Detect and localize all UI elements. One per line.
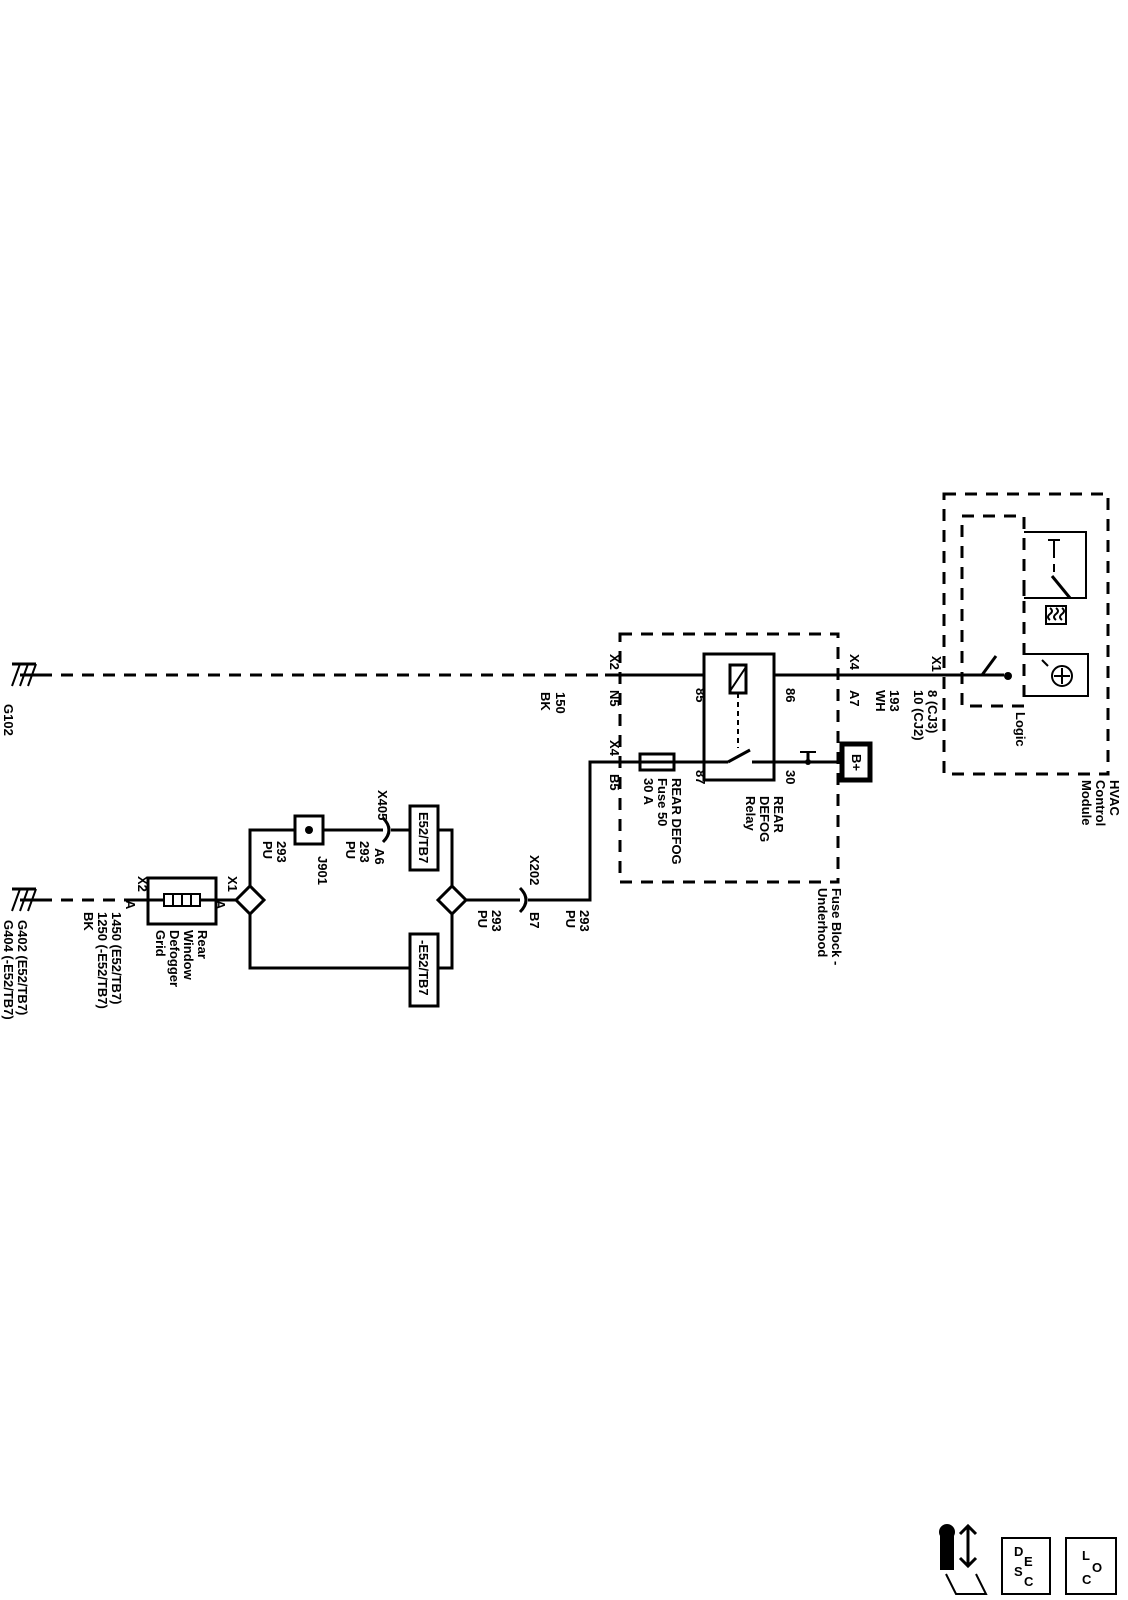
hvac-indicator-box	[1024, 653, 1089, 697]
splice-j901-dot	[305, 826, 313, 834]
wire-293-d: 293	[577, 910, 592, 932]
wire-lower-branch	[248, 914, 410, 970]
wire-293-c: 293	[489, 910, 504, 932]
grid-name-3: Defogger	[167, 930, 182, 987]
hvac-pin-1: 8 (CJ3)	[925, 690, 940, 733]
grid-x1: X1	[225, 876, 240, 892]
wire-293-a: 293	[274, 841, 289, 863]
connector-x202: X202	[527, 855, 542, 885]
fuse-block-x4-bottom: X4	[607, 740, 622, 757]
relay-label-2: DEFOG	[757, 796, 772, 842]
desc-letter-e: E	[1024, 1554, 1033, 1569]
relay-switch-blade	[727, 748, 751, 764]
hvac-logic-outline	[960, 514, 1026, 708]
option-diamond-right	[435, 883, 469, 917]
hvac-defog-switch-box	[1024, 531, 1087, 599]
grid-name-1: Rear	[195, 930, 210, 959]
loc-letter-l: L	[1082, 1548, 1090, 1563]
loc-letter-c: C	[1082, 1572, 1092, 1587]
connector-x405-symbol	[381, 816, 391, 844]
fuse-block-underhood-outline	[618, 632, 840, 884]
wire-ground-color: BK	[81, 912, 96, 931]
fuse-block-b5: B5	[607, 774, 622, 791]
hvac-x1: X1	[929, 656, 944, 672]
b-plus-label: B+	[849, 754, 864, 771]
fuse-block-a7: A7	[847, 690, 862, 707]
ground-g102	[11, 662, 40, 687]
wire-193-color: WH	[873, 690, 888, 712]
fuse-block-n5: N5	[607, 690, 622, 707]
connector-a6: A6	[372, 848, 387, 865]
wire-293-b: 293	[357, 841, 372, 863]
fuse-label-1: REAR DEFOG	[669, 778, 684, 865]
fuse-block-x2: X2	[607, 654, 622, 670]
wire-293-to-fuse	[528, 760, 652, 902]
fuse-block-name-1: Fuse Block -	[829, 888, 844, 965]
option-e52-box	[408, 804, 440, 872]
wire-293-b-color: PU	[343, 841, 358, 859]
grid-pin-a1: A	[123, 900, 138, 910]
relay-pin-87: 87	[693, 770, 708, 784]
loc-letter-o: O	[1092, 1560, 1102, 1575]
wire-293-a-color: PU	[260, 841, 275, 859]
relay-label-3: Relay	[743, 796, 758, 831]
rear-defog-icon	[1045, 605, 1067, 625]
relay-label-1: REAR	[771, 796, 786, 833]
fuse-label-3: 30 A	[641, 778, 656, 806]
grid-name-4: Grid	[153, 930, 168, 957]
connector-x405: X405	[375, 790, 390, 820]
hvac-name-1: HVAC	[1107, 780, 1122, 816]
desc-letter-s: S	[1014, 1564, 1023, 1579]
wire-e52-to-diamond	[438, 828, 454, 886]
wire-not-e52-to-diamond	[438, 914, 454, 970]
navigation-icons: D E S C L O C	[939, 1523, 1117, 1595]
grid-name-2: Window	[181, 930, 196, 981]
relay-pin-85: 85	[693, 688, 708, 702]
connector-x202-symbol	[518, 886, 528, 914]
hvac-defog-switch	[1050, 575, 1072, 599]
option-diamond-left	[233, 883, 267, 917]
hvac-name-3: Module	[1079, 780, 1094, 826]
ground-g402-label: G402 (E52/TB7)	[15, 920, 30, 1015]
hvac-name-2: Control	[1093, 780, 1108, 826]
splice-j901-label: J901	[315, 856, 330, 885]
desc-button[interactable]	[1001, 1537, 1051, 1595]
wire-293-c-color: PU	[475, 910, 490, 928]
wire-150-color: BK	[538, 692, 553, 711]
ground-g404-label: G404 (-E52/TB7)	[1, 920, 16, 1020]
hvac-control-module-outline	[942, 492, 1110, 776]
option-not-e52-box	[408, 932, 440, 1008]
wire-1450: 1450 (E52/TB7)	[109, 912, 124, 1005]
fuse-block-name-2: Underhood	[815, 888, 830, 957]
grid-x2: X2	[135, 876, 150, 892]
desc-letter-d: D	[1014, 1544, 1023, 1559]
hvac-pin-2: 10 (CJ2)	[911, 690, 926, 741]
grid-pin-a2: A	[213, 900, 228, 910]
fuse-block-x4-top: X4	[847, 654, 862, 671]
connector-b7: B7	[527, 912, 542, 929]
hvac-indicator-led-icon	[1051, 665, 1073, 687]
loc-button[interactable]	[1065, 1537, 1117, 1595]
wire-293-d-color: PU	[563, 910, 578, 928]
option-not-e52-label: -E52/TB7	[416, 940, 431, 996]
wire-193: 193	[887, 690, 902, 712]
option-e52-label: E52/TB7	[416, 812, 431, 863]
relay-pin-30: 30	[783, 770, 798, 784]
hvac-logic-switch	[980, 655, 998, 676]
fuse-label-2: Fuse 50	[655, 778, 670, 826]
hvac-logic-label: Logic	[1013, 712, 1028, 747]
ground-g102-label: G102	[1, 704, 16, 736]
wire-1250: 1250 (-E52/TB7)	[95, 912, 110, 1009]
wire-150-circuit: 150	[553, 692, 568, 714]
wire-293-upper-left	[248, 828, 295, 886]
connector-tool-icon[interactable]	[939, 1523, 988, 1595]
desc-letter-c: C	[1024, 1574, 1034, 1589]
relay-pin-86: 86	[783, 688, 798, 702]
ground-g402	[11, 887, 40, 912]
